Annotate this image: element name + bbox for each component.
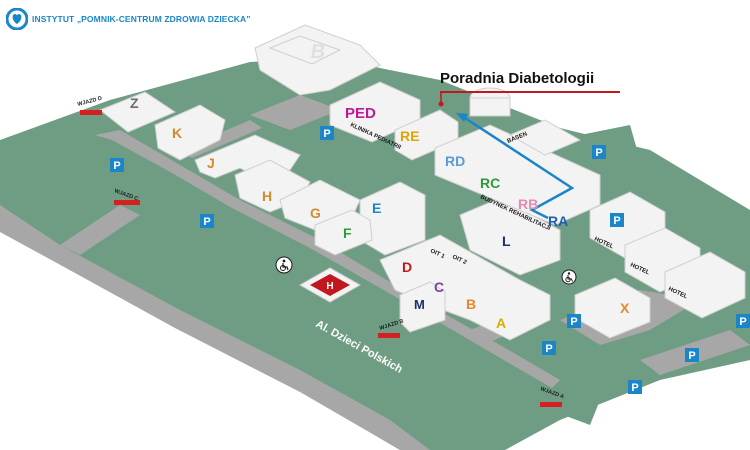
svg-text:P: P: [739, 316, 746, 328]
parking-sign: P: [628, 380, 642, 394]
wheelchair-icons: [275, 256, 577, 285]
building-ra: RA: [548, 213, 568, 229]
building-d: D: [402, 259, 412, 275]
institute-logo[interactable]: INSTYTUT „POMNIK-CENTRUM ZDROWIA DZIECKA…: [6, 8, 251, 30]
parking-sign: P: [592, 145, 606, 159]
svg-text:P: P: [631, 382, 638, 394]
building-h: H: [262, 188, 272, 204]
parking-sign: P: [736, 314, 750, 328]
parking-sign: P: [610, 213, 624, 227]
svg-text:P: P: [545, 343, 552, 355]
helipad: H: [298, 267, 362, 303]
parking-signs: P P P P P P P P P P: [110, 126, 750, 394]
building-rd: RD: [445, 153, 465, 169]
wheelchair-icon: [561, 269, 577, 285]
diabetology-clinic-label: Poradnia Diabetologii: [440, 70, 595, 87]
parking-sign: P: [685, 348, 699, 362]
svg-text:P: P: [613, 215, 620, 227]
svg-text:P: P: [595, 147, 602, 159]
callout-underline: [440, 91, 620, 93]
building-z: Z: [130, 95, 139, 111]
callout-pin: [438, 92, 444, 107]
institute-name: INSTYTUT „POMNIK-CENTRUM ZDROWIA DZIECKA…: [32, 14, 251, 24]
building-m: M: [414, 297, 425, 312]
parking-sign: P: [567, 314, 581, 328]
building-letters: B Z K J H G F E D C B A M L X PED RE RD …: [130, 41, 630, 331]
helipad-mark: H: [326, 281, 333, 292]
parking-sign: P: [110, 158, 124, 172]
buildings: [99, 24, 746, 341]
svg-text:P: P: [688, 350, 695, 362]
wheelchair-icon: [275, 256, 293, 274]
building-re: RE: [400, 128, 419, 144]
svg-text:P: P: [203, 216, 210, 228]
building-ped: PED: [345, 105, 376, 122]
route-to-clinic: [456, 113, 575, 220]
parking-sign: P: [200, 214, 214, 228]
parking-sign: P: [542, 341, 556, 355]
building-a: A: [496, 315, 506, 331]
roads: [0, 95, 750, 450]
building-k: K: [172, 125, 182, 141]
building-e: E: [372, 200, 381, 216]
heart-logo-icon: [6, 8, 28, 30]
building-x: X: [620, 300, 630, 316]
building-l: L: [502, 233, 511, 249]
svg-text:P: P: [323, 128, 330, 140]
building-b-top: B: [309, 41, 327, 63]
building-j: J: [207, 155, 215, 171]
building-rb: RB: [518, 196, 538, 212]
svg-text:P: P: [113, 160, 120, 172]
building-c: C: [434, 279, 444, 295]
building-b: B: [466, 296, 476, 312]
parking-sign: P: [320, 126, 334, 140]
building-rc: RC: [480, 175, 500, 191]
svg-text:P: P: [570, 316, 577, 328]
building-f: F: [343, 225, 352, 241]
building-g: G: [310, 205, 321, 221]
